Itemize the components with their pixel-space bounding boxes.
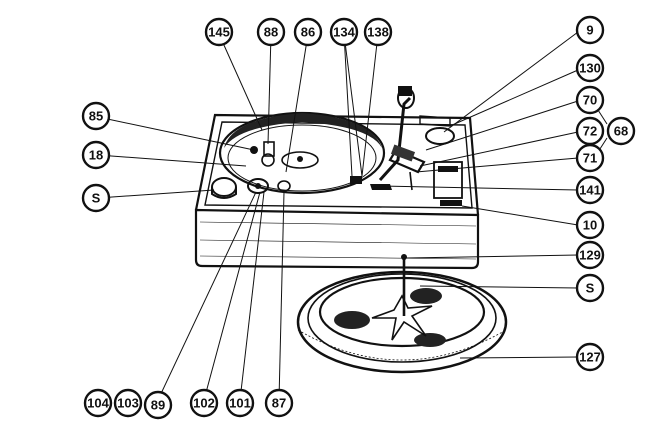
turntable-body [194, 113, 480, 270]
callout-85: 85 [81, 101, 111, 131]
svg-text:72: 72 [583, 124, 597, 139]
svg-text:18: 18 [89, 148, 103, 163]
svg-text:S: S [586, 281, 595, 296]
svg-text:138: 138 [367, 25, 389, 40]
svg-text:89: 89 [151, 398, 165, 413]
callout-9: 9 [575, 15, 605, 45]
callout-103: 103 [113, 388, 143, 418]
svg-text:9: 9 [586, 23, 593, 38]
tonearm [370, 86, 455, 191]
callout-138: 138 [363, 17, 393, 47]
callout-18: 18 [81, 140, 111, 170]
svg-text:70: 70 [583, 93, 597, 108]
callout-129: 129 [575, 240, 605, 270]
callout-134: 134 [329, 17, 359, 47]
platter [296, 254, 508, 374]
callout-88: 88 [256, 17, 286, 47]
svg-text:130: 130 [579, 61, 601, 76]
speed-control-knob [211, 177, 291, 199]
callout-68: 68 [606, 116, 636, 146]
svg-text:68: 68 [614, 124, 628, 139]
callout-141: 141 [575, 175, 605, 205]
callout-s-lower: S [575, 273, 605, 303]
svg-text:127: 127 [579, 350, 601, 365]
callout-86: 86 [293, 17, 323, 47]
callout-72: 72 [575, 116, 605, 146]
svg-text:87: 87 [272, 396, 286, 411]
svg-text:86: 86 [301, 25, 315, 40]
platter-well [218, 111, 386, 195]
svg-text:103: 103 [117, 396, 139, 411]
callout-104: 104 [83, 388, 113, 418]
svg-text:101: 101 [229, 396, 251, 411]
callout-70: 70 [575, 85, 605, 115]
callout-87: 87 [264, 388, 294, 418]
svg-text:141: 141 [579, 183, 601, 198]
svg-text:71: 71 [583, 151, 597, 166]
svg-text:129: 129 [579, 248, 601, 263]
callout-10: 10 [575, 210, 605, 240]
leader-lines [97, 31, 608, 401]
svg-text:10: 10 [583, 218, 597, 233]
svg-text:S: S [92, 191, 101, 206]
callout-89: 89 [143, 390, 173, 420]
svg-text:102: 102 [193, 396, 215, 411]
svg-text:134: 134 [333, 25, 355, 40]
callout-s-upper: S [81, 183, 111, 213]
svg-text:145: 145 [208, 25, 230, 40]
callout-127: 127 [575, 342, 605, 372]
callout-102: 102 [189, 388, 219, 418]
callout-71: 71 [575, 143, 605, 173]
callout-130: 130 [575, 53, 605, 83]
callout-101: 101 [225, 388, 255, 418]
callout-145: 145 [204, 17, 234, 47]
svg-text:85: 85 [89, 109, 103, 124]
svg-text:104: 104 [87, 396, 109, 411]
svg-text:88: 88 [264, 25, 278, 40]
